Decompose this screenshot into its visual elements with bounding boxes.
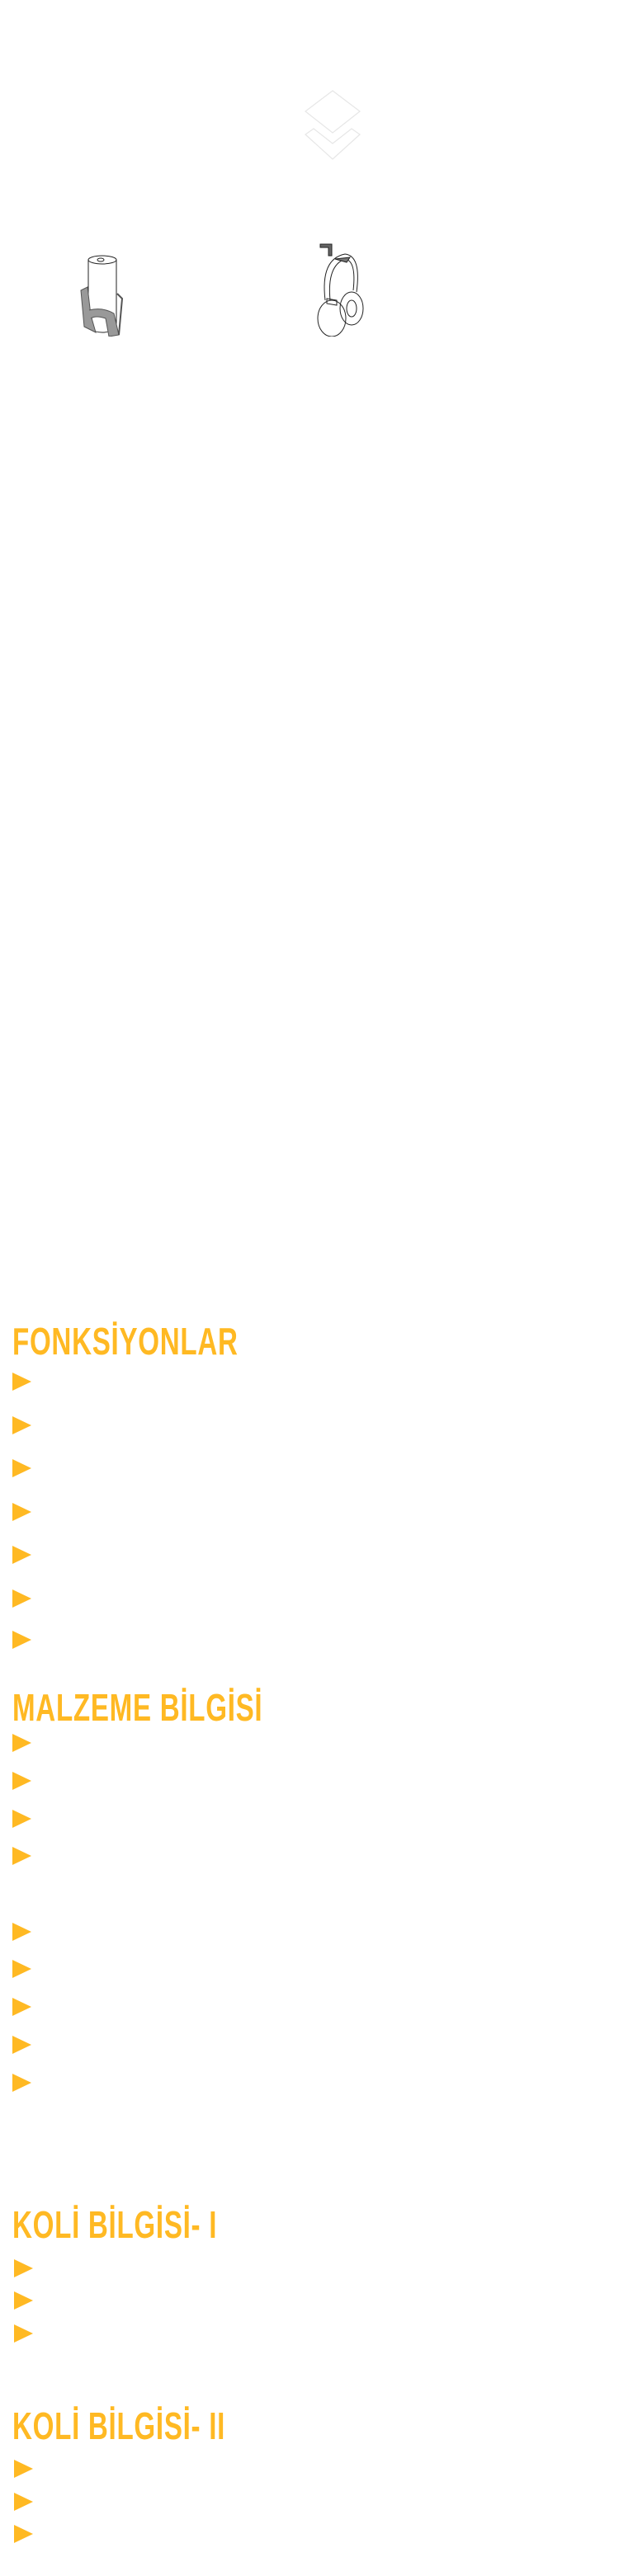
bullet-triangle-icon: [12, 1810, 31, 1828]
can-holder-illustration: [79, 254, 125, 337]
bullet-triangle-icon: [12, 1546, 31, 1564]
section-heading-fonksiyonlar: FONKSİYONLAR: [12, 1320, 239, 1363]
bullet-triangle-icon: [12, 1960, 31, 1978]
bullet-triangle-icon: [12, 1589, 31, 1608]
bullet-triangle-icon: [14, 2460, 33, 2478]
headphone-hook-illustration: [314, 241, 366, 337]
bullet-triangle-icon: [12, 1772, 31, 1790]
bullet-triangle-icon: [12, 2074, 31, 2092]
bullet-triangle-icon: [12, 2036, 31, 2054]
bullet-triangle-icon: [12, 1503, 31, 1521]
bullet-triangle-icon: [12, 1998, 31, 2016]
bullet-triangle-icon: [12, 1923, 31, 1941]
bullet-triangle-icon: [12, 1459, 31, 1477]
section-heading-malzeme-bilgisi: MALZEME BİLGİSİ: [12, 1686, 263, 1729]
bullet-triangle-icon: [14, 2324, 33, 2343]
section-heading-koli-bilgisi-2: KOLİ BİLGİSİ- II: [12, 2404, 226, 2447]
bullet-triangle-icon: [14, 2291, 33, 2310]
bullet-triangle-icon: [14, 2259, 33, 2277]
bullet-triangle-icon: [12, 1631, 31, 1649]
bullet-triangle-icon: [12, 1373, 31, 1391]
bullet-triangle-icon: [12, 1734, 31, 1752]
bullet-triangle-icon: [12, 1416, 31, 1434]
section-heading-koli-bilgisi-1: KOLİ BİLGİSİ- I: [12, 2203, 218, 2246]
bullet-triangle-icon: [14, 2525, 33, 2543]
layers-icon: [304, 89, 361, 163]
bullet-triangle-icon: [14, 2493, 33, 2511]
bullet-triangle-icon: [12, 1847, 31, 1865]
